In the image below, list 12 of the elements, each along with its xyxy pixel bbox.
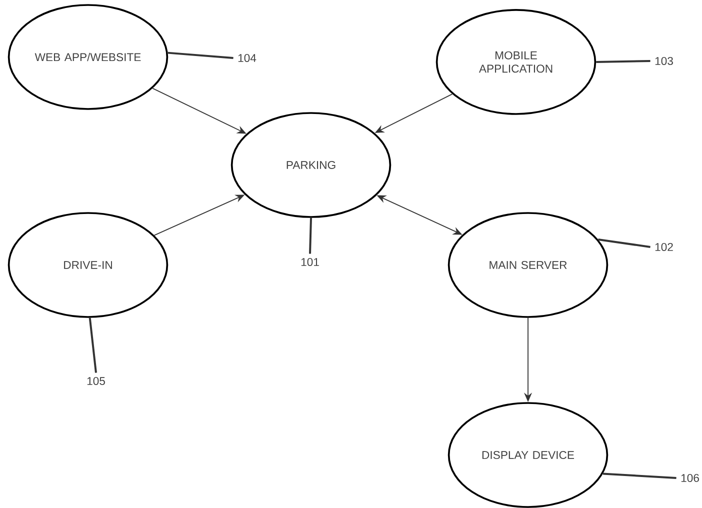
leader-line <box>309 218 312 254</box>
leader-line <box>596 60 650 63</box>
leader-line <box>168 52 234 59</box>
callout-number: 105 <box>87 377 105 385</box>
leader-line <box>88 318 97 373</box>
callout-number: 106 <box>681 474 699 482</box>
callout-number: 104 <box>238 54 256 62</box>
leader-line <box>598 238 650 248</box>
callout-number: 102 <box>655 243 673 251</box>
leader-line <box>602 472 676 479</box>
callout-number: 101 <box>301 258 319 266</box>
callout-number: 103 <box>655 57 673 65</box>
